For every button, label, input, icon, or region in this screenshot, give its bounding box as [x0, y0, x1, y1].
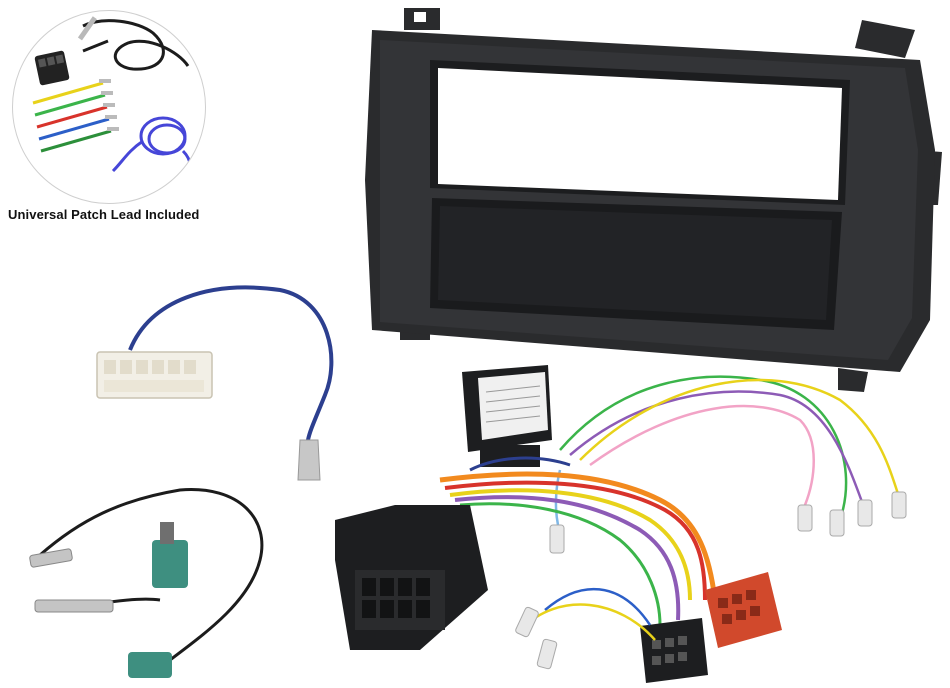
- fascia-panel: [365, 8, 942, 392]
- interface-label: [478, 372, 548, 440]
- fakra-connector-1: [152, 540, 188, 588]
- bullet-connector: [297, 439, 321, 481]
- din-plug-2: [34, 599, 114, 613]
- patch-lead-inset: [12, 10, 206, 204]
- din-plug-1: [29, 548, 73, 568]
- patch-lead-image: [32, 16, 192, 182]
- patch-connector: [34, 50, 70, 86]
- jack-plug: [77, 16, 97, 41]
- fakra-connector-2: [128, 652, 172, 678]
- black-cable: [82, 19, 190, 71]
- patch-lead-caption: Universal Patch Lead Included: [8, 207, 200, 222]
- blue-cable: [128, 285, 334, 441]
- fakra-aerial-adaptor: [29, 488, 264, 678]
- din-opening: [438, 68, 842, 200]
- swc-interface: [462, 365, 552, 467]
- vehicle-harness: [335, 456, 718, 650]
- iso-speaker-connector: [640, 618, 708, 683]
- colored-patch-wires: [32, 79, 119, 153]
- loose-wires: [549, 375, 907, 554]
- iso-connectors: [515, 572, 782, 683]
- power-antenna-adaptor: [96, 285, 334, 481]
